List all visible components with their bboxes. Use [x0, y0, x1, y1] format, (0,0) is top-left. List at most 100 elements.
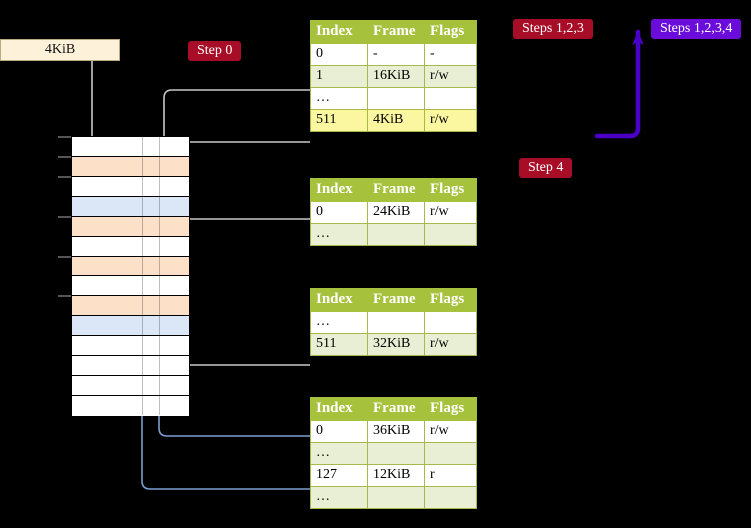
table-row[interactable]: …	[310, 311, 477, 334]
memory-row	[72, 296, 189, 317]
badge-steps-1234: Steps 1,2,3,4	[651, 19, 742, 39]
table-row[interactable]: …	[310, 87, 477, 110]
wire-table2-row511-to-memory	[178, 304, 310, 366]
column-header: Index	[310, 178, 368, 202]
table-cell: …	[310, 87, 368, 110]
memory-tick	[58, 175, 71, 178]
table-cell	[424, 442, 477, 465]
purple-bracket-arrow	[594, 29, 644, 139]
memory-row	[72, 316, 189, 337]
badge-step-4: Step 4	[519, 158, 573, 178]
table-cell: -	[367, 43, 425, 66]
column-header: Frame	[367, 20, 425, 44]
memory-row	[72, 176, 189, 197]
table-cell: 0	[310, 201, 368, 224]
table-cell: -	[424, 43, 477, 66]
memory-tick	[58, 295, 71, 298]
table-cell: 0	[310, 420, 368, 443]
wire-table1-row0-to-memory	[178, 218, 310, 265]
table-cell: 32KiB	[367, 333, 425, 356]
table-cell: r/w	[424, 65, 477, 88]
memory-row	[72, 156, 189, 177]
frame-size-label: 4KiB	[44, 42, 76, 57]
table-cell	[424, 223, 477, 246]
column-header: Frame	[367, 397, 425, 421]
memory-row	[72, 216, 189, 237]
column-header: Flags	[424, 397, 477, 421]
memory-row	[72, 196, 189, 217]
column-header: Frame	[367, 288, 425, 312]
table-row[interactable]: …	[310, 442, 477, 465]
table-cell: …	[310, 223, 368, 246]
physical-memory-grid	[71, 136, 190, 416]
table-cell	[367, 87, 425, 110]
memory-row	[72, 236, 189, 257]
table-cell: 1	[310, 65, 368, 88]
table-cell	[424, 486, 477, 509]
badge-steps-123: Steps 1,2,3	[513, 19, 593, 39]
table-row[interactable]: …	[310, 223, 477, 246]
memory-column-divider	[159, 136, 160, 415]
memory-row	[72, 395, 189, 416]
column-header: Flags	[424, 20, 477, 44]
table-cell: 36KiB	[367, 420, 425, 443]
badge-step-0: Step 0	[188, 41, 242, 61]
table-cell: 4KiB	[367, 109, 425, 132]
frame-size-box: 4KiB	[0, 39, 120, 61]
column-header: Frame	[367, 178, 425, 202]
memory-row	[72, 376, 189, 396]
table-cell	[367, 223, 425, 246]
column-header: Index	[310, 20, 368, 44]
table-cell	[424, 87, 477, 110]
table-cell	[424, 311, 477, 334]
table-cell: r/w	[424, 333, 477, 356]
table-cell: 24KiB	[367, 201, 425, 224]
table-cell: 511	[310, 109, 368, 132]
table-cell: …	[310, 311, 368, 334]
table-row[interactable]: …	[310, 486, 477, 509]
table-cell: …	[310, 486, 368, 509]
column-header: Flags	[424, 178, 477, 202]
memory-row	[72, 137, 189, 157]
memory-row	[72, 356, 189, 377]
table-cell: 127	[310, 464, 368, 487]
table-cell: 0	[310, 43, 368, 66]
memory-tick	[58, 215, 71, 218]
memory-column-divider	[142, 136, 143, 415]
memory-tick	[58, 155, 71, 158]
table-cell: r/w	[424, 420, 477, 443]
table-cell	[367, 442, 425, 465]
table-cell	[367, 486, 425, 509]
memory-tick	[58, 136, 71, 138]
column-header: Index	[310, 397, 368, 421]
table-row[interactable]: 0--	[310, 43, 477, 66]
table-cell: …	[310, 442, 368, 465]
table-cell: r/w	[424, 109, 477, 132]
column-header: Flags	[424, 288, 477, 312]
memory-tick	[58, 255, 71, 258]
table-cell: 16KiB	[367, 65, 425, 88]
column-header: Index	[310, 288, 368, 312]
table-cell: 511	[310, 333, 368, 356]
table-cell	[367, 311, 425, 334]
memory-row	[72, 336, 189, 357]
memory-row	[72, 276, 189, 297]
memory-row	[72, 256, 189, 277]
wire-table0-row511-to-memory	[178, 141, 310, 222]
table-cell: r	[424, 464, 477, 487]
